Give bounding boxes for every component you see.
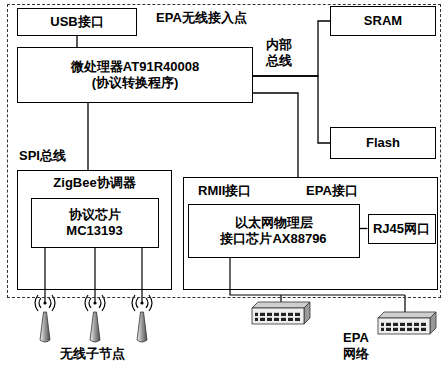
sram-box: SRAM [330, 6, 436, 36]
access-point-region: USB接口微处理器AT91R40008 (协议转换程序) SRAM Flash 协议芯… [7, 4, 441, 298]
node-text: ZigBee协调器 [53, 175, 135, 191]
node-text: 协议芯片 MC13193 [55, 207, 135, 239]
node-text: EPA无线接入点 [156, 10, 247, 26]
epa-box: 以太网物理层 接口芯片AX88796 RJ45网口 RMII接口 EPA接口 [183, 177, 438, 290]
bus-line [76, 36, 77, 47]
node-text: RJ45网口 [373, 221, 430, 237]
bus-line [87, 103, 88, 170]
node-text: RMII接口 [198, 183, 251, 199]
node-text: SRAM [364, 13, 402, 29]
zigbee-box: 协议芯片 MC13193 ZigBee协调器 [17, 170, 172, 290]
switch-symbol [378, 312, 436, 334]
mcu-box: 微处理器AT91R40008 (协议转换程序) [17, 47, 253, 103]
node-text: USB接口 [50, 14, 103, 30]
node-text: EPA接口 [306, 183, 358, 199]
node-text: Flash [366, 135, 400, 151]
bus-line [253, 76, 330, 143]
node-text: 以太网物理层 接口芯片AX88796 [199, 215, 349, 247]
rj45-box: RJ45网口 [368, 214, 436, 244]
antenna-symbol [85, 295, 105, 342]
usb-box: USB接口 [17, 8, 137, 36]
switch-symbol [252, 302, 310, 324]
antenna-symbol [35, 295, 55, 342]
node-text: 微处理器AT91R40008 (协议转换程序) [35, 59, 235, 91]
chip-box: 协议芯片 MC13193 [31, 198, 159, 248]
antenna-symbol [132, 295, 152, 342]
bus-line [253, 21, 330, 76]
bus-label: SPI总线 [19, 148, 66, 164]
caption-label: 无线子节点 [60, 346, 125, 362]
phy-box: 以太网物理层 接口芯片AX88796 [188, 204, 360, 258]
antenna-wires [45, 248, 142, 302]
bus-line [253, 93, 298, 177]
bus-line [360, 228, 368, 229]
caption-label: EPA 网络 [336, 330, 376, 362]
bus-label: 内部 总线 [264, 37, 294, 69]
flash-box: Flash [330, 127, 436, 159]
